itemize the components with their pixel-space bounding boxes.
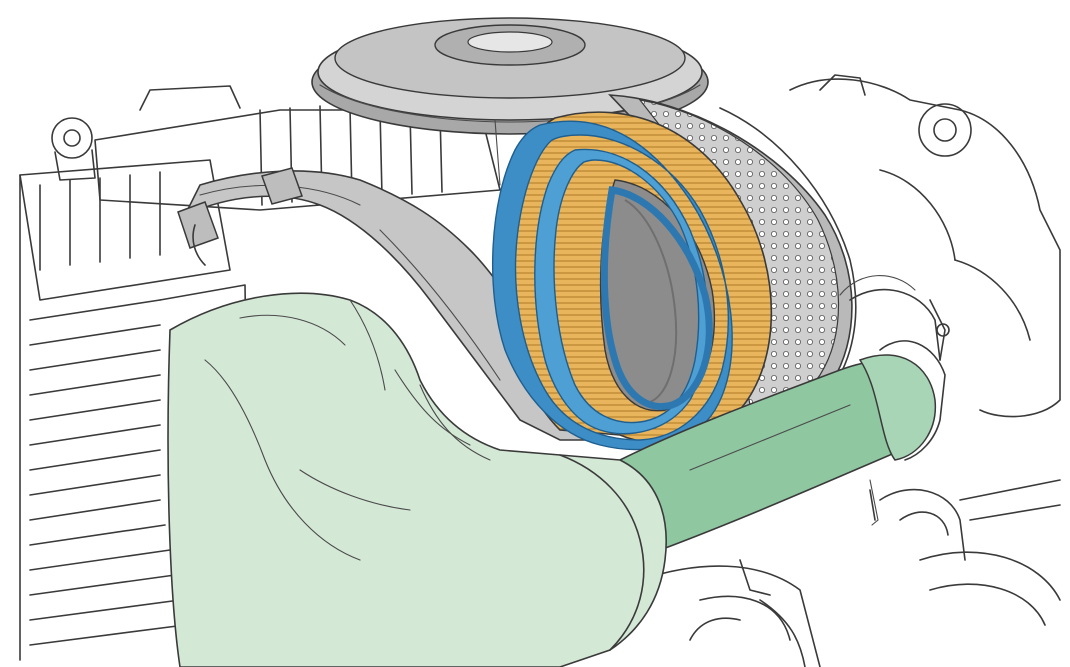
housing-cover — [311, 17, 709, 135]
hand — [167, 292, 667, 667]
green-intake-hose — [618, 275, 946, 552]
lower-pipes — [639, 479, 1061, 667]
hose-clamp — [261, 167, 303, 205]
leader-line — [869, 479, 879, 526]
right-housing — [789, 74, 1061, 418]
lifting-eye — [51, 117, 96, 181]
leader-line — [494, 119, 501, 186]
seal-rings — [491, 120, 733, 451]
hose-clamp — [177, 201, 219, 249]
